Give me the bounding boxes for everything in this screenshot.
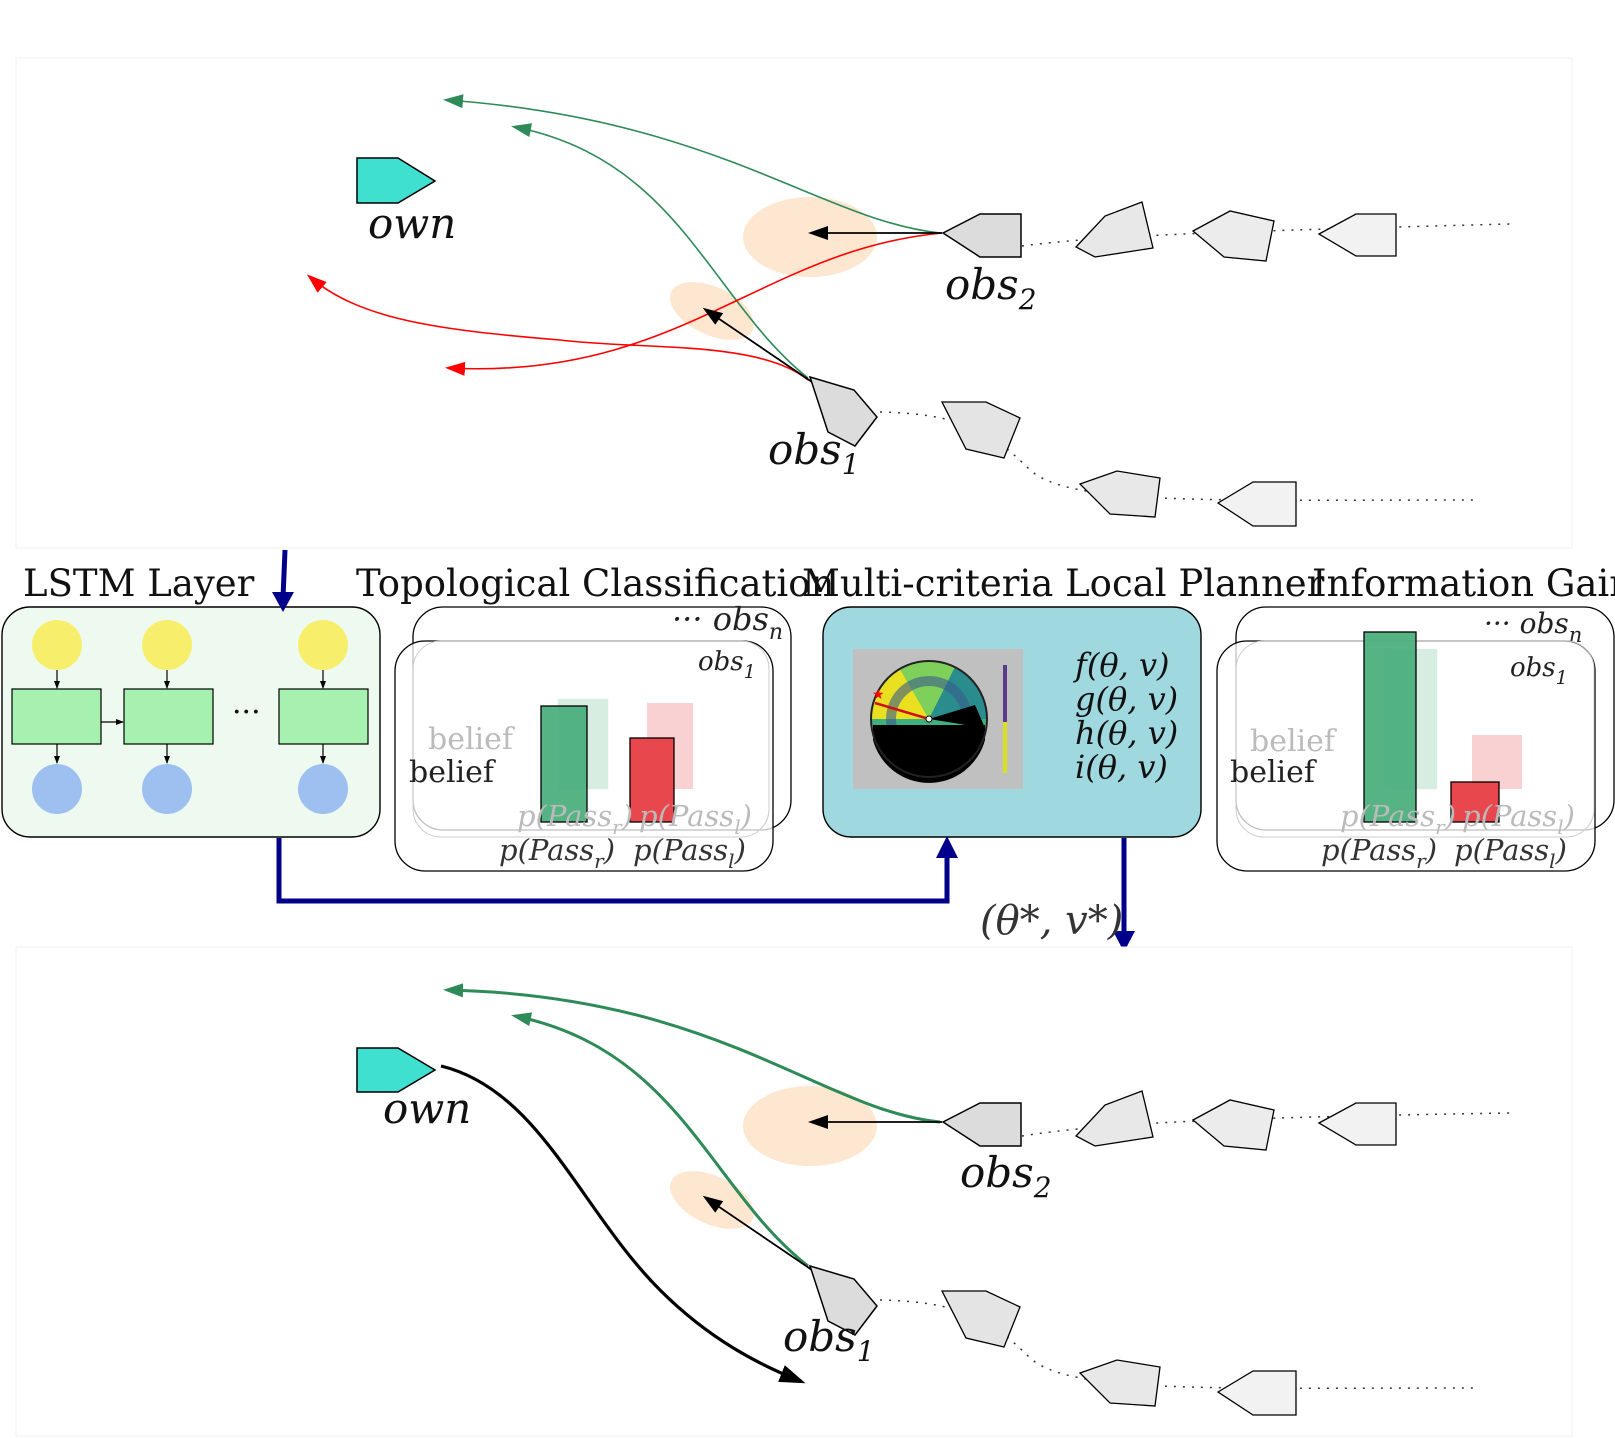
topo-belief-faded: belief <box>428 722 515 757</box>
info-obsn-label: ··· obsn <box>1484 607 1582 647</box>
own-vessel-icon <box>356 1047 437 1093</box>
lstm-cell <box>11 688 102 745</box>
obs1-vessel-icon <box>808 375 878 447</box>
top-scene: own obs2 obs1 <box>15 57 1573 549</box>
info-axis-label-l: p(Passl) <box>1454 833 1567 873</box>
obs2-ghost-icon <box>1074 1090 1154 1147</box>
info-obs1-label: obs1 <box>1510 653 1568 689</box>
heading-topological: Topological Classification <box>356 562 834 605</box>
info-bar-pass-l <box>1450 781 1500 823</box>
information-gain-panel: ··· obsn obs1 belief belief p(Passr)p(Pa… <box>1216 606 1615 873</box>
polar-plot-colorbar <box>1003 722 1007 773</box>
flow-arrows: (θ*, v*) <box>272 549 1135 952</box>
top-scene-frame <box>15 57 1573 549</box>
topo-obs1-label: obs1 <box>698 647 756 683</box>
topo-axis-label-l: p(Passl) <box>633 833 746 873</box>
info-axis-label-r: p(Passr) <box>1321 833 1437 873</box>
polar-cost-map: ★ <box>853 649 1023 789</box>
topological-panel: ··· obsn obs1 belief belief p(Passr)p(Pa… <box>394 600 792 873</box>
lstm-ellipsis: ··· <box>232 695 261 730</box>
obs1-label: obs1 <box>783 1312 875 1368</box>
planner-f: f(θ, v) <box>1073 646 1170 684</box>
info-belief: belief <box>1230 755 1317 790</box>
heading-information-gain: Information Gain <box>1312 562 1615 605</box>
polar-plot-colorbar <box>1003 665 1007 773</box>
bottom-scene: own obs2 obs1 <box>15 946 1573 1437</box>
polar-plot-obstacle-region <box>873 725 985 783</box>
topo-inner-faded-card <box>412 640 770 838</box>
obs2-label: obs2 <box>960 1148 1052 1204</box>
obs1-label: obs1 <box>768 425 860 481</box>
obs1-velocity-arrow <box>702 307 813 383</box>
lstm-input-node <box>32 620 82 670</box>
polar-plot-rim <box>870 660 988 778</box>
lstm-input-node <box>298 620 348 670</box>
flow-arrow-into-lstm <box>280 549 288 599</box>
topo-axis-label-r: p(Passr) <box>499 833 615 873</box>
obs1-ghost-icon <box>1078 1359 1161 1407</box>
obs1-ghost-icon <box>1216 481 1297 527</box>
planner-panel: ★ f(θ, v) g(θ, v) h(θ, v) i(θ, v) <box>822 606 1202 838</box>
own-label: own <box>368 199 456 248</box>
polar-plot-heading <box>874 701 930 721</box>
obs1-red-trajectory <box>306 274 809 381</box>
obs2-ghost-icon <box>1317 213 1397 257</box>
obs1-ghost-icon <box>940 1290 1021 1348</box>
lstm-output-node <box>32 764 82 814</box>
obs2-vessel-icon <box>941 213 1022 258</box>
own-planned-trajectory <box>440 1064 806 1384</box>
obs2-ghost-icon <box>1317 1102 1397 1146</box>
heading-planner: Multi-criteria Local Planner <box>802 562 1325 605</box>
obs1-velocity-arrow <box>702 1195 813 1271</box>
obs2-vessel-icon <box>941 1102 1022 1147</box>
info-faded-bar-l <box>1472 735 1522 789</box>
polar-plot-obstacle-region <box>929 705 985 728</box>
obs2-ghost-icon <box>1191 1099 1275 1151</box>
obs2-green-trajectory <box>443 94 941 234</box>
lstm-input-node <box>142 620 192 670</box>
obs2-green-trajectory <box>443 983 941 1124</box>
flow-arrowhead <box>936 836 958 858</box>
planner-h: h(θ, v) <box>1075 714 1178 752</box>
topo-obsn-label: ··· obsn <box>672 600 783 645</box>
topo-faded-axis-label: p(Passr)p(Passl) <box>517 799 752 839</box>
flow-arrow-lstm-to-planner <box>276 838 950 904</box>
flow-arrowhead <box>1113 931 1135 952</box>
star-icon: ★ <box>872 687 885 703</box>
heading-lstm: LSTM Layer <box>23 562 255 605</box>
obs1-ghost-icon <box>940 401 1021 459</box>
obs1-vessel-icon <box>808 1264 878 1336</box>
obs2-label: obs2 <box>945 260 1037 316</box>
obs2-ghost-icon <box>1074 201 1154 258</box>
obs1-green-trajectory <box>511 123 809 379</box>
optimal-command-label: (θ*, v*) <box>980 898 1123 944</box>
obs2-ghost-icon <box>1191 210 1275 262</box>
lstm-panel: ··· <box>1 606 381 838</box>
topo-bar-pass-r <box>540 705 588 823</box>
planner-i: i(θ, v) <box>1075 748 1168 786</box>
topo-bar-pass-l <box>629 737 675 823</box>
polar-plot-sector <box>900 661 955 719</box>
lstm-output-node <box>142 764 192 814</box>
lstm-cell <box>123 688 214 745</box>
own-label: own <box>383 1084 471 1133</box>
own-vessel-icon <box>356 157 437 204</box>
polar-plot-center <box>925 715 933 723</box>
uncertainty-ellipse <box>743 197 877 277</box>
info-bar-pass-r <box>1363 631 1417 823</box>
planner-g: g(θ, v) <box>1075 680 1178 718</box>
lstm-cell <box>278 688 369 745</box>
obs1-ghost-icon <box>1216 1370 1297 1416</box>
flow-arrowhead <box>272 592 294 612</box>
lstm-output-node <box>298 764 348 814</box>
topo-belief: belief <box>409 755 496 790</box>
info-belief-faded: belief <box>1250 724 1337 759</box>
bottom-scene-frame <box>15 946 1573 1437</box>
info-faded-axis-label: p(Passr)p(Passl) <box>1340 799 1575 839</box>
obs1-green-trajectory <box>511 1012 809 1268</box>
obs1-ghost-icon <box>1078 470 1161 518</box>
